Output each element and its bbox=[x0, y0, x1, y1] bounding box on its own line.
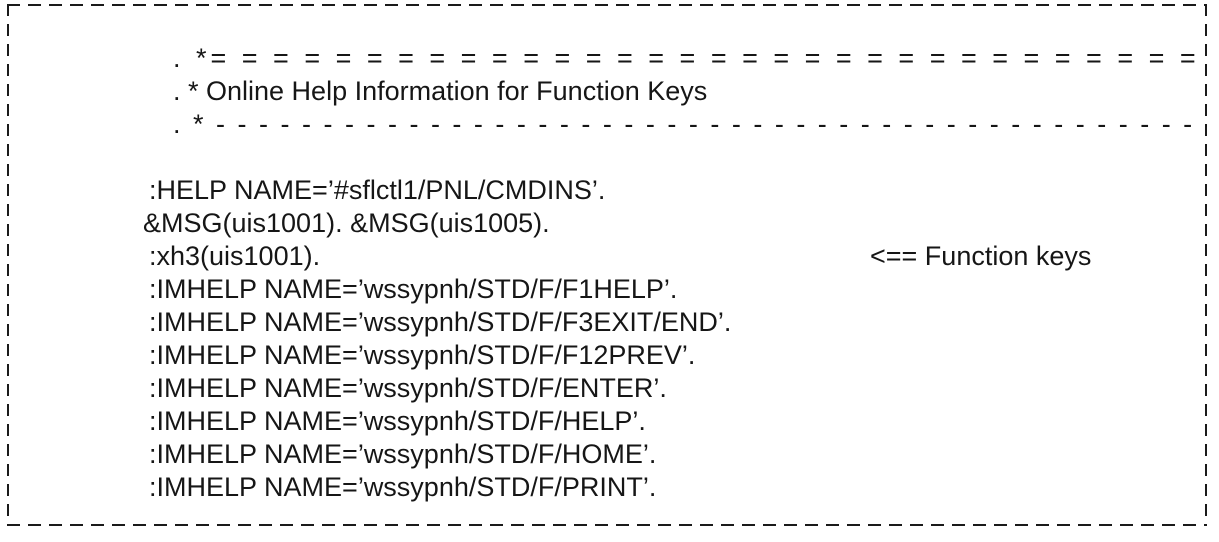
code-line: :IMHELP NAME=’wssypnh/STD/F/F3EXIT/END’. bbox=[149, 307, 732, 337]
code-lines: . *= = = = = = = = = = = = = = = = = = =… bbox=[7, 42, 1207, 504]
blank-line bbox=[7, 141, 1207, 174]
code-line: . * Online Help Information for Function… bbox=[173, 76, 708, 106]
code-line: :IMHELP NAME=’wssypnh/STD/F/F12PREV’. bbox=[149, 340, 696, 370]
code-line: :IMHELP NAME=’wssypnh/STD/F/ENTER’. bbox=[149, 373, 667, 403]
code-line: :xh3(uis1001). bbox=[149, 241, 321, 271]
code-line: :IMHELP NAME=’wssypnh/STD/F/F1HELP’. bbox=[149, 274, 678, 304]
function-keys-annotation: <== Function keys bbox=[870, 241, 1092, 271]
code-line: :HELP NAME=’#sflctl1/PNL/CMDINS’. bbox=[149, 175, 606, 205]
code-line: :IMHELP NAME=’wssypnh/STD/F/PRINT’. bbox=[149, 472, 657, 502]
dashed-border-frame: . *= = = = = = = = = = = = = = = = = = =… bbox=[7, 4, 1207, 526]
code-line: :IMHELP NAME=’wssypnh/STD/F/HOME’. bbox=[149, 439, 657, 469]
code-line: &MSG(uis1001). &MSG(uis1005). bbox=[143, 208, 550, 238]
code-line: :IMHELP NAME=’wssypnh/STD/F/HELP’. bbox=[149, 406, 646, 436]
code-line: . * - - - - - - - - - - - - - - - - - - … bbox=[173, 109, 1207, 139]
code-line: . *= = = = = = = = = = = = = = = = = = =… bbox=[173, 43, 1207, 73]
